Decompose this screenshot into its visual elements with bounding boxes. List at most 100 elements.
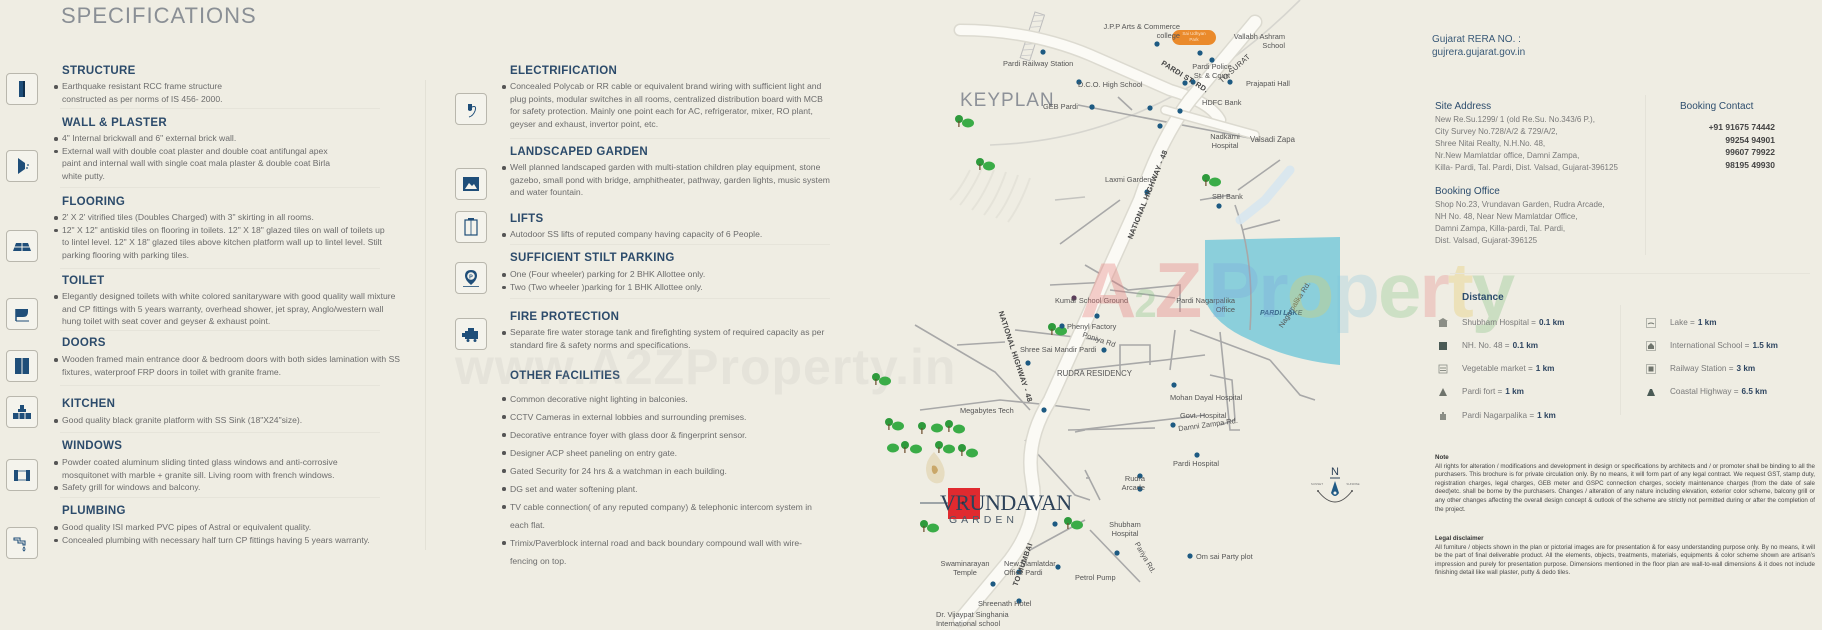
landmark-label: D.C.O. High School xyxy=(1078,80,1143,89)
facility-item: Trimix/Paverblock internal road and back… xyxy=(501,534,821,570)
spec-heading-kitchen: KITCHEN xyxy=(62,398,116,410)
note-block: Note All rights for alteration / modific… xyxy=(1435,454,1815,514)
distance-item: International School =1.5 km xyxy=(1645,340,1778,351)
spec-bullet: Elegantly designed toilets with white co… xyxy=(53,290,398,328)
landmark-label: Govt. Hospital xyxy=(1180,411,1227,420)
rera-website-link[interactable]: gujrera.gujarat.gov.in xyxy=(1432,47,1526,58)
spec-body-flooring: 2' X 2' vitrified tiles (Doubles Charged… xyxy=(53,211,393,261)
fort-icon xyxy=(1437,386,1448,397)
landmark-label: New Mamlatdar Office Pardi xyxy=(1004,559,1056,577)
facility-item: TV cable connection( of any reputed comp… xyxy=(501,498,821,534)
landmark-label: Shubham Hospital xyxy=(1109,520,1141,538)
info-panel: Gujarat RERA NO. : gujrera.gujarat.gov.i… xyxy=(1420,0,1822,630)
spec-body-toilet: Elegantly designed toilets with white co… xyxy=(53,290,398,328)
spec-bullet: 12" X 12" antiskid tiles on flooring in … xyxy=(53,224,393,262)
landmark-label: Laxmi Garden xyxy=(1105,175,1152,184)
spec-bullet: One (Four wheeler) parking for 2 BHK All… xyxy=(501,268,831,281)
site-address-text: New Re.Su.1299/ 1 (old Re.Su. No.343/6 P… xyxy=(1435,114,1618,174)
legal-disclaimer-block: Legal disclaimer All furniture / objects… xyxy=(1435,535,1815,578)
landmark-label: HDFC Bank xyxy=(1202,98,1242,107)
spec-body-structure: Earthquake resistant RCC frame structure… xyxy=(53,80,413,105)
wall-structure-icon xyxy=(6,73,38,105)
divider xyxy=(60,187,380,188)
spec-heading-flooring: FLOORING xyxy=(62,196,126,208)
distance-item: Lake =1 km xyxy=(1645,317,1716,328)
fire-pump-icon xyxy=(455,318,487,350)
spec-heading-plumbing: PLUMBING xyxy=(62,505,126,517)
address-line: Killa- Pardi, Tal. Pardi, Dist. Valsad, … xyxy=(1435,163,1618,172)
rera-label: Gujarat RERA NO. : xyxy=(1432,34,1521,45)
address-line: Damni Zampa, Killa-pardi, Tal. Pardi, xyxy=(1435,224,1566,233)
landmark-label: Vallabh Ashram School xyxy=(1233,32,1285,50)
spec-heading-fire-protection: FIRE PROTECTION xyxy=(510,311,620,323)
legal-text: All furniture / objects shown in the pla… xyxy=(1435,543,1815,577)
divider xyxy=(510,244,830,245)
park-badge: Sai Udhyan Park xyxy=(1172,30,1216,45)
electric-plug-icon xyxy=(455,93,487,125)
landmark-label: SBI Bank xyxy=(1212,192,1243,201)
svg-text:SUNSET: SUNSET xyxy=(1311,482,1323,486)
spec-heading-landscaped-garden: LANDSCAPED GARDEN xyxy=(510,146,648,158)
brand-name: VRUNDAVAN xyxy=(940,490,1072,515)
spec-body-windows: Powder coated aluminum sliding tinted gl… xyxy=(53,456,373,494)
distance-heading: Distance xyxy=(1462,292,1504,303)
lift-icon xyxy=(455,211,487,243)
wall-plaster-icon xyxy=(6,150,38,182)
phone-number[interactable]: 99607 79922 xyxy=(1725,147,1775,157)
specifications-title: SPECIFICATIONS xyxy=(61,3,257,28)
spec-bullet: Autodoor SS lifts of reputed company hav… xyxy=(501,228,831,241)
address-line: Shree Nitai Realty, N.H.No. 48, xyxy=(1435,139,1546,148)
spec-bullet: Good quality black granite platform with… xyxy=(53,414,413,427)
municipal-building-icon xyxy=(1437,410,1448,421)
landmark-label: Pardi Police St. & Court xyxy=(1192,62,1232,80)
garden-landscape-icon xyxy=(455,168,487,200)
facility-item: Gated Security for 24 hrs & a watchman i… xyxy=(501,462,821,480)
landmark-label: Pardi Railway Station xyxy=(1003,59,1074,68)
keyplan-map: N SUNSET SUNRISE KEYPLAN Sai Udhyan Park… xyxy=(860,0,1420,630)
spec-body-kitchen: Good quality black granite platform with… xyxy=(53,414,413,427)
landmark-label: Mohan Dayal Hospital xyxy=(1170,393,1243,402)
address-line: Dist. Valsad, Gujarat-396125 xyxy=(1435,236,1538,245)
tree-icons xyxy=(872,115,1221,533)
landmark-label: Shree Sai Mandir Pardi xyxy=(1020,345,1097,354)
divider xyxy=(60,497,380,498)
distance-item: Pardi fort =1 km xyxy=(1437,386,1524,397)
spec-body-doors: Wooden framed main entrance door & bedro… xyxy=(53,353,418,378)
market-icon xyxy=(1437,363,1448,374)
phone-number[interactable]: +91 91675 74442 xyxy=(1708,122,1775,132)
facility-item: Designer ACP sheet paneling on entry gat… xyxy=(501,444,821,462)
spec-heading-toilet: TOILET xyxy=(62,275,105,287)
svg-text:SUNRISE: SUNRISE xyxy=(1346,482,1359,486)
brand-subtitle: GARDEN xyxy=(949,514,1018,526)
spec-body-stilt-parking: One (Four wheeler) parking for 2 BHK All… xyxy=(501,268,831,293)
landmark-label: Megabytes Tech xyxy=(960,406,1014,415)
spec-bullet: 4" Internal brickwall and 6" external br… xyxy=(53,132,343,145)
landmark-label: GEB Pardi xyxy=(1043,102,1078,111)
distance-item: NH. No. 48 =0.1 km xyxy=(1437,340,1538,351)
spec-heading-doors: DOORS xyxy=(62,337,106,349)
address-line: Shop No.23, Vrundavan Garden, Rudra Arca… xyxy=(1435,200,1605,209)
distance-item: Vegetable market =1 km xyxy=(1437,363,1554,374)
phone-number[interactable]: 99254 94901 xyxy=(1725,134,1775,145)
spec-body-electrification: Concealed Polycab or RR cable or equival… xyxy=(501,80,831,130)
svg-text:P: P xyxy=(469,274,473,280)
spec-bullet: Concealed Polycab or RR cable or equival… xyxy=(501,80,831,130)
divider xyxy=(60,385,380,386)
train-icon xyxy=(1645,363,1656,374)
spec-bullet: Earthquake resistant RCC frame structure… xyxy=(53,80,413,105)
spec-heading-stilt-parking: SUFFICIENT STILT PARKING xyxy=(510,252,675,264)
address-line: City Survey No.728/A/2 & 729/A/2, xyxy=(1435,127,1558,136)
divider xyxy=(510,138,830,139)
vrundavan-garden-logo: VRUNDAVAN GARDEN xyxy=(940,490,1072,526)
hospital-icon xyxy=(1437,317,1448,328)
phone-number[interactable]: 98195 49930 xyxy=(1725,159,1775,170)
compass-icon: N SUNSET SUNRISE xyxy=(1311,466,1360,503)
landmark-label: Petrol Pump xyxy=(1075,573,1116,582)
svg-text:N: N xyxy=(1331,466,1339,478)
spec-bullet: 2' X 2' vitrified tiles (Doubles Charged… xyxy=(53,211,393,224)
landmark-label: RUDRA RESIDENCY xyxy=(1057,369,1132,378)
booking-office-text: Shop No.23, Vrundavan Garden, Rudra Arca… xyxy=(1435,199,1605,247)
note-heading: Note xyxy=(1435,454,1449,461)
landmark-label: Kumar School Ground xyxy=(1055,296,1129,305)
